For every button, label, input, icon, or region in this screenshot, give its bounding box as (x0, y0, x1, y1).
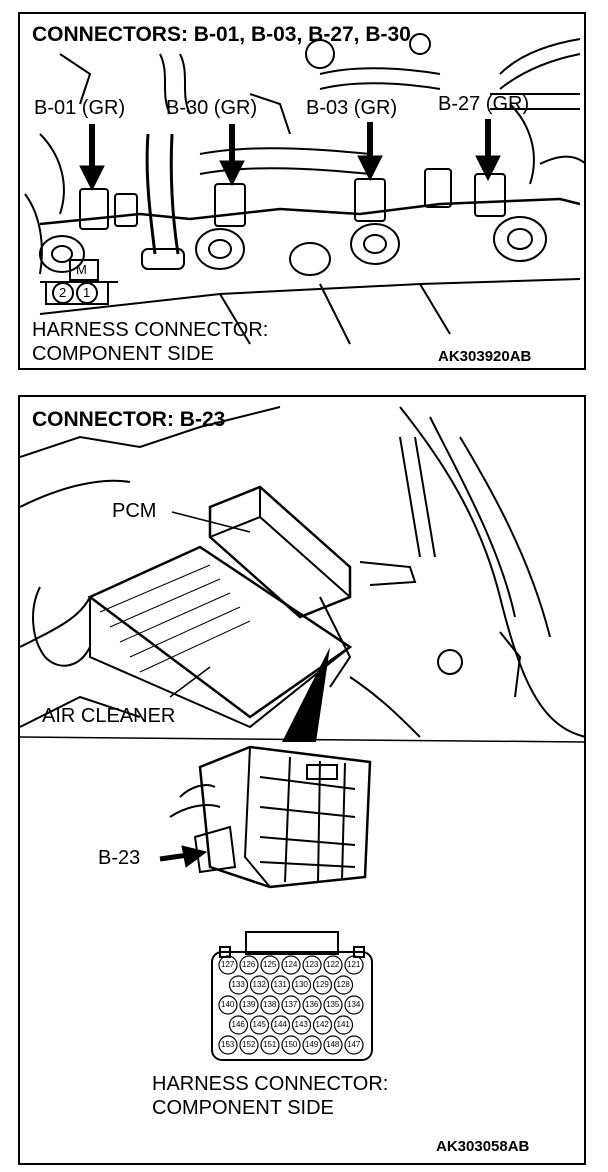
label-b-27: B-27 (GR) (438, 93, 530, 115)
pin-131-label: 131 (273, 980, 287, 989)
pin-133-circle (228, 975, 249, 995)
figure-code: AK303920AB (438, 348, 532, 365)
caption-line-1: HARNESS CONNECTOR: (152, 1073, 389, 1095)
pin-122-circle (323, 955, 343, 975)
pin-151-label: 151 (263, 1040, 277, 1049)
pin-147-label: 147 (347, 1040, 361, 1049)
pin-150-circle (281, 1035, 301, 1055)
pin-127-circle (218, 955, 238, 975)
pin-122-label: 122 (326, 960, 340, 969)
pin-142-circle (312, 1015, 333, 1035)
pin-131-circle (270, 975, 291, 995)
pin-145-circle (249, 1015, 270, 1035)
pin-142-label: 142 (315, 1020, 329, 1029)
pin-126-circle (239, 955, 259, 975)
pin-2: 2 (59, 285, 67, 300)
pin-129-circle (312, 975, 333, 995)
label-b-03: B-03 (GR) (306, 97, 398, 119)
air-cleaner-label: AIR CLEANER (42, 705, 176, 727)
pin-124-circle (281, 955, 301, 975)
pin-125-circle (260, 955, 280, 975)
pin-137-label: 137 (284, 1000, 298, 1009)
pin-136-label: 136 (305, 1000, 319, 1009)
caption-line-2: COMPONENT SIDE (152, 1097, 334, 1119)
pin-139-circle (239, 995, 259, 1015)
pin-141-label: 141 (336, 1020, 350, 1029)
two-pin-connector-diagram (40, 259, 118, 305)
pin-143-circle (291, 1015, 312, 1035)
pin-148-label: 148 (326, 1040, 340, 1049)
pin-153-label: 153 (221, 1040, 235, 1049)
panel-title: CONNECTOR: B-23 (32, 408, 226, 431)
connectors-b01-b03-b27-b30-panel: CONNECTORS: B-01, B-03, B-27, B-30 B-01 … (18, 12, 586, 370)
pin-134-circle (344, 995, 364, 1015)
pin-127-label: 127 (221, 960, 235, 969)
pin-135-circle (323, 995, 343, 1015)
label-b-30: B-30 (GR) (166, 97, 258, 119)
label-b-01: B-01 (GR) (34, 97, 126, 119)
b-23-connector-detail (169, 745, 372, 889)
pin-123-circle (302, 955, 322, 975)
pin-144-label: 144 (273, 1020, 287, 1029)
pin-1: 1 (83, 285, 91, 300)
pin-128-label: 128 (336, 980, 350, 989)
pin-140-label: 140 (221, 1000, 235, 1009)
pin-138-label: 138 (263, 1000, 277, 1009)
pin-132-label: 132 (252, 980, 266, 989)
pin-152-circle (239, 1035, 259, 1055)
pin-149-label: 149 (305, 1040, 319, 1049)
pin-129-label: 129 (315, 980, 329, 989)
pin-150-label: 150 (284, 1040, 298, 1049)
pin-123-label: 123 (305, 960, 319, 969)
pin-124-label: 124 (284, 960, 298, 969)
pin-149-circle (302, 1035, 322, 1055)
pin-130-circle (291, 975, 312, 995)
pin-121-label: 121 (347, 960, 361, 969)
pin-148-circle (323, 1035, 343, 1055)
pin-130-label: 130 (294, 980, 308, 989)
pin-153-circle (218, 1035, 238, 1055)
pin-125-label: 125 (263, 960, 277, 969)
pin-133-label: 133 (231, 980, 245, 989)
pin-146-circle (228, 1015, 249, 1035)
caption-line-1: HARNESS CONNECTOR: (32, 319, 269, 341)
pin-mark: M (76, 262, 87, 277)
pin-140-circle (218, 995, 238, 1015)
pin-132-circle (249, 975, 270, 995)
pin-145-label: 145 (252, 1020, 266, 1029)
pin-143-label: 143 (294, 1020, 308, 1029)
connector-b23-panel: CONNECTOR: B-23 PCM AIR CLEANER B-23 127… (18, 395, 586, 1165)
pin-152-label: 152 (242, 1040, 256, 1049)
caption-line-2: COMPONENT SIDE (32, 343, 214, 365)
panel-title: CONNECTORS: B-01, B-03, B-27, B-30 (32, 23, 411, 46)
pin-138-circle (260, 995, 280, 1015)
engine-bay-illustration (20, 406, 584, 1061)
pin-121-circle (344, 955, 364, 975)
pin-137-circle (281, 995, 301, 1015)
pcm-label: PCM (112, 500, 157, 522)
pin-126-label: 126 (242, 960, 256, 969)
b-23-label: B-23 (98, 847, 141, 869)
pin-141-circle (333, 1015, 354, 1035)
pin-144-circle (270, 1015, 291, 1035)
pin-146-label: 146 (231, 1020, 245, 1029)
engine-connector-illustration (24, 33, 584, 345)
pin-134-label: 134 (347, 1000, 361, 1009)
pin-151-circle (260, 1035, 280, 1055)
pin-128-circle (333, 975, 354, 995)
pin-147-circle (344, 1035, 364, 1055)
figure-code: AK303058AB (436, 1138, 530, 1155)
pin-135-label: 135 (326, 1000, 340, 1009)
pin-136-circle (302, 995, 322, 1015)
pin-139-label: 139 (242, 1000, 256, 1009)
